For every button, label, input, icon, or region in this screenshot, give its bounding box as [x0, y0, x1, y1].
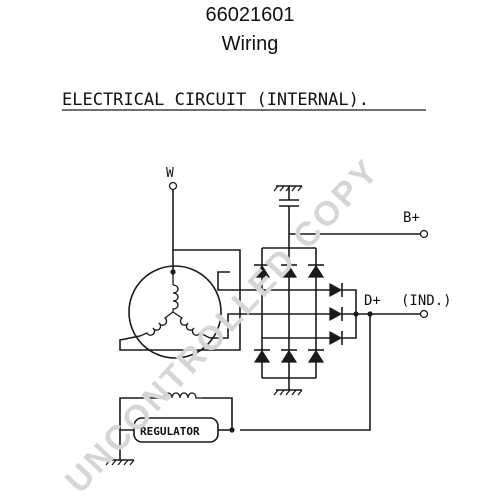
part-number: 66021601 [205, 4, 295, 26]
diode [280, 264, 298, 278]
exciter-diode [329, 282, 343, 298]
terminal-d-plus-label: D+ [364, 293, 381, 309]
field-wire [119, 397, 164, 431]
stator-winding [172, 311, 211, 339]
field-wire [202, 397, 233, 430]
phase-wire [210, 313, 262, 339]
page-subtitle: Wiring [221, 33, 279, 55]
terminal-ind-label: (IND.) [401, 293, 452, 309]
diode [280, 349, 298, 363]
stator-winding [172, 272, 179, 312]
junction-dot [353, 311, 359, 317]
ground-hatch [105, 459, 135, 466]
exciter-diode [329, 330, 343, 346]
terminal-b-plus-label: B+ [403, 210, 420, 226]
stator-winding [139, 311, 174, 337]
terminal-d-plus [419, 309, 429, 319]
regulator-label: REGULATOR [140, 425, 200, 438]
diode [307, 264, 325, 278]
diode [253, 349, 271, 363]
stator [128, 265, 222, 359]
diode [253, 264, 271, 278]
phase-wire [217, 271, 262, 291]
terminal-w [168, 181, 178, 191]
circuit-heading: ELECTRICAL CIRCUIT (INTERNAL). [62, 90, 369, 110]
terminal-w-label: W [166, 166, 174, 181]
field-wire [240, 314, 371, 431]
field-coil [163, 392, 202, 399]
ground-hatch [273, 389, 303, 396]
watermark-stamp: UNCONTROLLED COPY [58, 151, 387, 500]
ground-hatch [273, 185, 303, 192]
terminal-b-plus [419, 229, 429, 239]
phase-wire [119, 249, 241, 351]
exciter-diode [329, 306, 343, 322]
diode [307, 349, 325, 363]
